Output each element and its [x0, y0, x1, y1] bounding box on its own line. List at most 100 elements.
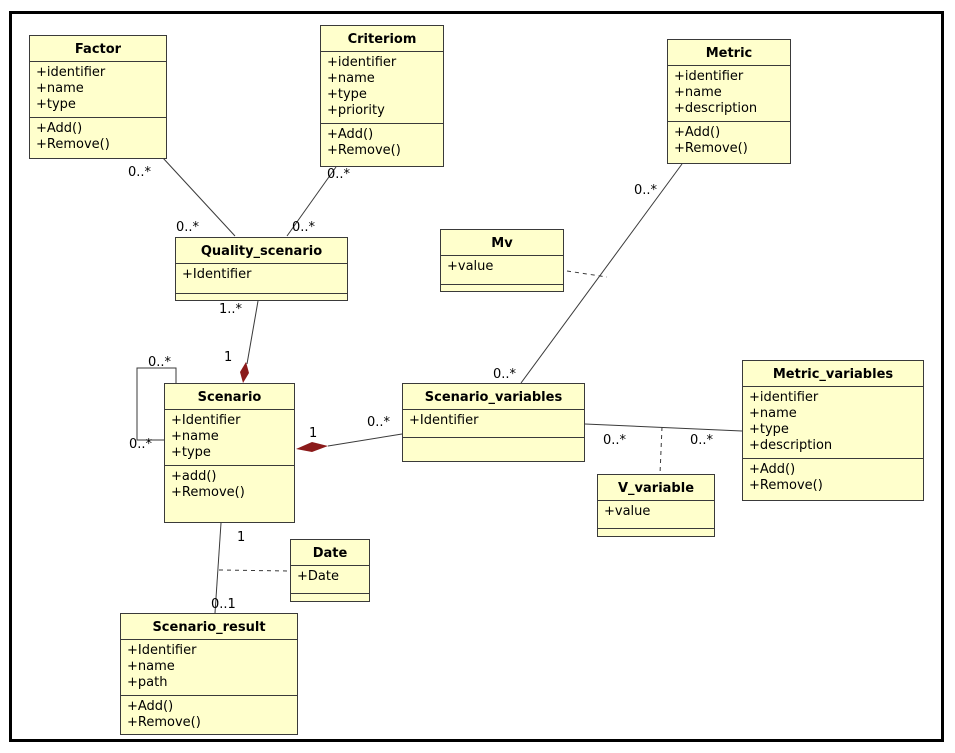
multiplicity-label: 0..1 — [211, 597, 236, 612]
operation: +Add() — [749, 462, 796, 477]
operation: +Remove() — [327, 143, 401, 158]
attribute: +identifier — [36, 65, 106, 80]
operations — [403, 437, 584, 458]
operations — [598, 528, 714, 535]
attribute: +name — [127, 659, 175, 674]
attribute: +name — [36, 81, 84, 96]
attribute: +Date — [297, 569, 339, 584]
attribute: +description — [749, 438, 833, 453]
attributes: +Identifier — [403, 409, 584, 437]
assoc-metric-scenario-variables — [520, 163, 683, 384]
attribute: +name — [749, 406, 797, 421]
attribute: +path — [127, 675, 168, 690]
attribute: +Identifier — [171, 413, 241, 428]
attributes: +value — [441, 255, 563, 284]
attributes: +Identifier — [176, 263, 347, 293]
multiplicity-label: 0..* — [603, 433, 627, 448]
class-scenario-variables[interactable]: Scenario_variables +Identifier — [402, 383, 585, 462]
multiplicity-label: 0..* — [176, 220, 200, 235]
attribute: +identifier — [327, 55, 397, 70]
attribute: +value — [604, 504, 651, 519]
class-name: Criteriom — [347, 32, 417, 47]
operation: +Remove() — [36, 137, 110, 152]
attributes: +identifier +name +type +description — [743, 386, 923, 458]
class-mv[interactable]: Mv +value — [440, 229, 564, 292]
class-name: Scenario — [197, 390, 262, 405]
attributes: +Identifier +name +type — [165, 409, 294, 465]
attribute: +description — [674, 101, 758, 116]
class-name: Metric_variables — [772, 367, 894, 382]
composition-diamond-top — [240, 362, 249, 383]
operation: +Remove() — [749, 478, 823, 493]
class-name: Scenario_result — [152, 620, 266, 635]
class-name: Metric — [705, 46, 753, 61]
assoc-scenario-scenario-result — [214, 522, 222, 614]
composition-scenario-variables-scenario — [327, 433, 403, 447]
operation: +Add() — [327, 127, 374, 142]
operations: +Add() +Remove() — [743, 458, 923, 498]
attribute: +name — [171, 429, 219, 444]
class-metric[interactable]: Metric +identifier +name +description +A… — [667, 39, 791, 164]
class-metric-variables[interactable]: Metric_variables +identifier +name +type… — [742, 360, 924, 501]
class-scenario[interactable]: Scenario +Identifier +name +type +add() … — [164, 383, 295, 523]
class-name: Factor — [74, 42, 122, 57]
attribute: +Identifier — [409, 413, 479, 428]
assoc-class-link-v-variable — [659, 426, 663, 475]
attribute: +value — [447, 259, 494, 274]
operation: +Add() — [127, 699, 174, 714]
operations — [291, 593, 369, 600]
multiplicity-label: 0..* — [327, 167, 351, 182]
attribute: +Identifier — [127, 643, 197, 658]
assoc-class-link-mv — [566, 270, 608, 278]
attribute: +type — [749, 422, 789, 437]
attributes: +identifier +name +type +priority — [321, 51, 443, 123]
assoc-scenario-self — [136, 367, 177, 441]
attribute: +identifier — [674, 69, 744, 84]
class-name: Date — [312, 546, 348, 561]
multiplicity-label: 1 — [224, 350, 233, 365]
multiplicity-label: 0..* — [367, 415, 391, 430]
attributes: +identifier +name +type — [30, 61, 166, 117]
multiplicity-label: 0..* — [148, 355, 172, 370]
multiplicity-label: 1 — [309, 426, 318, 441]
operation: +Remove() — [171, 485, 245, 500]
attribute: +type — [36, 97, 76, 112]
assoc-scenario-variables-metric-variables — [584, 423, 743, 432]
class-quality-scenario[interactable]: Quality_scenario +Identifier — [175, 237, 348, 301]
operation: +Remove() — [127, 715, 201, 730]
operations: +Add() +Remove() — [668, 121, 790, 161]
operations: +Add() +Remove() — [321, 123, 443, 163]
multiplicity-label: 0..* — [690, 433, 714, 448]
assoc-class-link-date — [218, 569, 291, 572]
attributes: +value — [598, 500, 714, 528]
multiplicity-label: 0..* — [493, 367, 517, 382]
multiplicity-label: 0..* — [128, 165, 152, 180]
class-name: Mv — [491, 236, 513, 251]
class-v-variable[interactable]: V_variable +value — [597, 474, 715, 537]
class-scenario-result[interactable]: Scenario_result +Identifier +name +path … — [120, 613, 298, 735]
class-name: Scenario_variables — [424, 390, 563, 405]
operations — [176, 293, 347, 300]
class-factor[interactable]: Factor +identifier +name +type +Add() +R… — [29, 35, 167, 159]
operations: +Add() +Remove() — [121, 695, 297, 735]
operations: +add() +Remove() — [165, 465, 294, 505]
attribute: +priority — [327, 103, 385, 118]
multiplicity-label: 0..* — [292, 220, 316, 235]
class-criteriom[interactable]: Criteriom +identifier +name +type +prior… — [320, 25, 444, 167]
class-name: V_variable — [617, 481, 695, 496]
operation: +add() — [171, 469, 217, 484]
attributes: +Identifier +name +path — [121, 639, 297, 695]
class-name: Quality_scenario — [200, 244, 323, 259]
attribute: +type — [171, 445, 211, 460]
operation: +Add() — [674, 125, 721, 140]
attribute: +name — [327, 71, 375, 86]
attribute: +name — [674, 85, 722, 100]
multiplicity-label: 1 — [237, 530, 246, 545]
attribute: +type — [327, 87, 367, 102]
class-date[interactable]: Date +Date — [290, 539, 370, 602]
attributes: +identifier +name +description — [668, 65, 790, 121]
operation: +Add() — [36, 121, 83, 136]
assoc-criteriom-quality-scenario — [286, 166, 337, 237]
operations: +Add() +Remove() — [30, 117, 166, 157]
